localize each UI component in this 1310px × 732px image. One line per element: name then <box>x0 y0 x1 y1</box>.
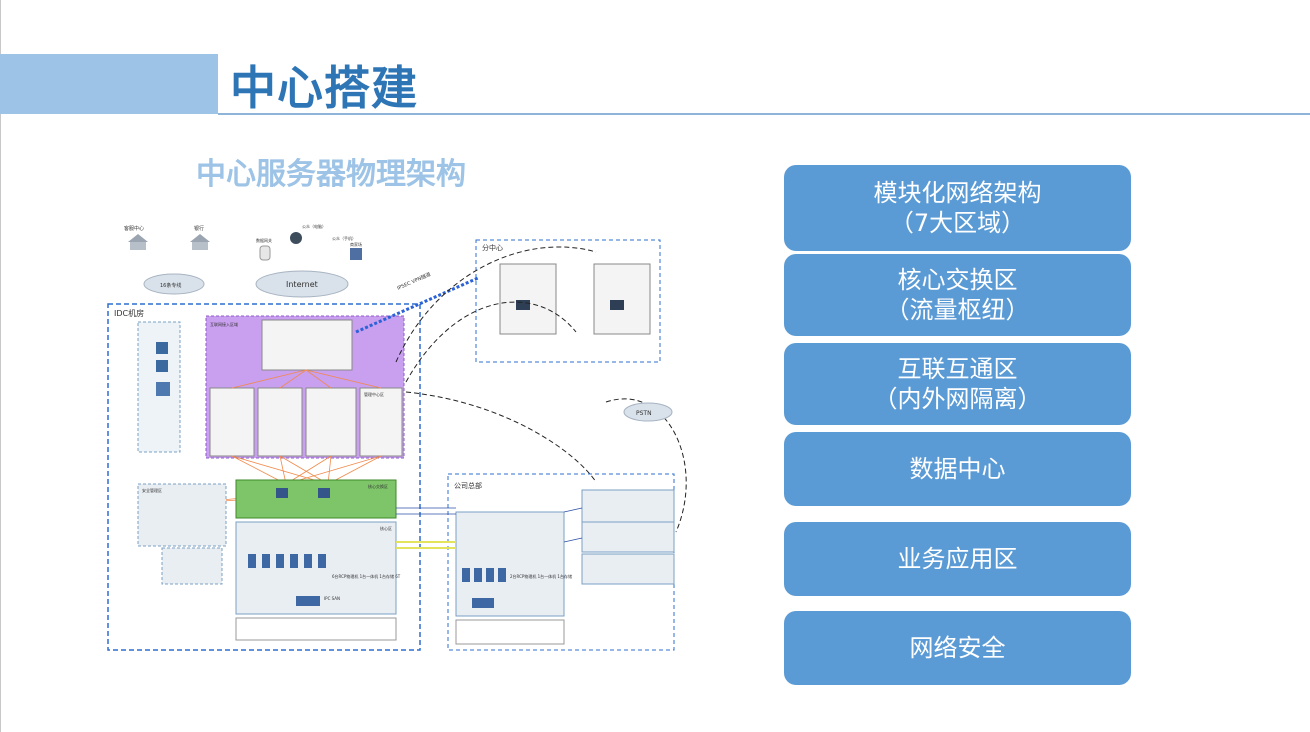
menu-item-line1: 模块化网络架构 <box>873 179 1042 207</box>
public-mobile-label: 公众（手机） <box>332 235 356 241</box>
idc-room-label: IDC机房 <box>114 308 144 318</box>
hq-legend-box <box>455 619 565 645</box>
branch-pc-icon-a <box>516 300 530 310</box>
vpn-tunnel-line <box>355 276 479 334</box>
zone-box-3 <box>305 387 357 457</box>
monitor-zone-box <box>161 547 223 585</box>
menu-item-line1: 互联互通区 <box>897 355 1018 383</box>
menu-modular-network[interactable]: 模块化网络架构 （7大区域） <box>784 165 1131 251</box>
vpn-tunnel-label: IPSEC VPN隧道 <box>396 271 432 292</box>
menu-item-line1: 核心交换区 <box>897 266 1018 294</box>
idc-room-box <box>107 303 421 651</box>
firewall-icon <box>156 360 168 372</box>
menu-network-security[interactable]: 网络安全 <box>784 611 1131 685</box>
zone-box-2 <box>257 387 303 457</box>
menu-item-line2: （流量枢纽） <box>885 296 1030 324</box>
zone-box-1 <box>209 387 255 457</box>
diagram-subtitle: 中心服务器物理架构 <box>196 157 466 192</box>
menu-item-line1: 网络安全 <box>909 634 1006 662</box>
hq-note: 2台RCP物理机 1台一体机 1台存储 <box>510 573 572 579</box>
menu-item-line1: 业务应用区 <box>897 545 1018 573</box>
menu-core-exchange[interactable]: 核心交换区 （流量枢纽） <box>784 254 1131 336</box>
router-icon <box>156 342 168 354</box>
company-hq-box <box>447 473 675 651</box>
pstn-cloud <box>623 402 673 422</box>
menu-business-app[interactable]: 业务应用区 <box>784 522 1131 596</box>
security-zone-box <box>137 483 227 547</box>
branch-center-label: 分中心 <box>482 243 503 252</box>
company-hq-label: 公司总部 <box>454 481 482 490</box>
branch-pc-icon-b <box>610 300 624 310</box>
slide-left-edge <box>0 0 1 732</box>
dedicated-line-label: 16条专线 <box>160 282 181 289</box>
menu-item-line2: （7大区域） <box>889 209 1026 237</box>
slide-title: 中心搭建 <box>230 61 418 115</box>
partner-center-icon <box>128 234 148 250</box>
yellow-link-lines <box>396 541 456 549</box>
title-accent-band <box>0 54 218 114</box>
bank-label: 银行 <box>194 225 204 232</box>
idc-note: 6台RCP物理机 1台一体机 1台存储 6T <box>332 573 401 579</box>
core-storage-label: IPC SAN <box>324 596 340 601</box>
public-pc-icon <box>290 232 302 244</box>
public-mobile-icon <box>350 248 362 260</box>
server-rack-icons <box>248 554 326 606</box>
internet-cloud <box>255 270 349 298</box>
public-pc-label: 公众（电脑） <box>302 223 326 229</box>
core-exchange-zone <box>235 479 397 519</box>
core-switch-icon-2 <box>318 488 330 498</box>
menu-interconnect[interactable]: 互联互通区 （内外网隔离） <box>784 343 1131 425</box>
pstn-label: PSTN <box>636 410 652 417</box>
architecture-menu: 模块化网络架构 （7大区域） 核心交换区 （流量枢纽） 互联互通区 （内外网隔离… <box>784 0 1131 732</box>
hq-zone-a <box>581 489 675 527</box>
internet-label: Internet <box>286 280 318 289</box>
server-icon <box>156 382 170 396</box>
hq-server-icons <box>462 568 506 608</box>
bank-icon <box>190 234 210 250</box>
access-router-box <box>261 319 353 371</box>
menu-data-center[interactable]: 数据中心 <box>784 432 1131 506</box>
hq-zone-c <box>581 553 675 585</box>
branch-site-b <box>593 263 651 335</box>
branch-site-a <box>499 263 557 335</box>
branch-center-box <box>475 239 661 363</box>
menu-item-line2: （内外网隔离） <box>873 385 1042 413</box>
core-exchange-label: 核心交换区 <box>368 483 388 489</box>
data-gateway-label: 数据网关 <box>256 237 272 243</box>
menu-item-line1: 数据中心 <box>909 455 1006 483</box>
partner-center-label: 客服中心 <box>124 225 144 232</box>
hq-zone-b <box>581 521 675 553</box>
core-switch-icon-1 <box>276 488 288 498</box>
blue-link-lines <box>396 507 583 543</box>
merchant-label: 商家场 <box>350 241 362 247</box>
network-architecture-diagram: IDC机房 客服中心 银行 16条专线 Internet 数据网关 公众（电脑）… <box>106 212 706 654</box>
core-zone-label: 核心区 <box>380 525 392 531</box>
mgmt-zone-label: 管理中心区 <box>364 391 384 397</box>
dedicated-line-cloud <box>143 273 205 295</box>
mgmt-zone-box <box>359 387 403 457</box>
title-divider <box>218 113 1310 115</box>
interconnect-zone-label: 互联网接入区域 <box>210 321 238 327</box>
idc-legend-box <box>235 617 397 641</box>
wan-link-lines <box>395 246 687 533</box>
network-diagram-svg: IDC机房 客服中心 银行 16条专线 Internet 数据网关 公众（电脑）… <box>107 223 687 651</box>
security-zone-label: 安全管理区 <box>142 487 162 493</box>
data-gateway-icon <box>259 245 271 261</box>
